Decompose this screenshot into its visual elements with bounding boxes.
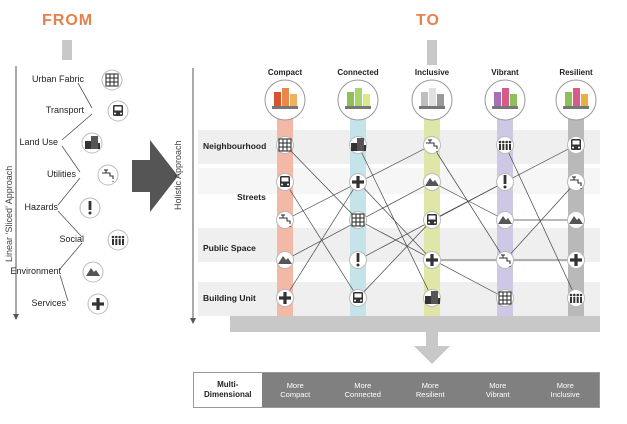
column-illustration bbox=[484, 79, 526, 121]
column-illustration bbox=[264, 79, 306, 121]
connection-line bbox=[357, 144, 433, 299]
bus-icon bbox=[107, 100, 129, 122]
column-illustration bbox=[337, 79, 379, 121]
bus-icon bbox=[349, 289, 367, 307]
to-heading: TO bbox=[416, 12, 440, 29]
linear-item-label: Hazards bbox=[24, 202, 58, 212]
tap-icon bbox=[496, 251, 514, 269]
people-icon bbox=[496, 136, 514, 154]
bus-icon bbox=[423, 211, 441, 229]
mountain-icon bbox=[423, 173, 441, 191]
row-label: Building Unit bbox=[203, 293, 256, 303]
column-label-resilient: Resilient bbox=[559, 68, 593, 77]
connection-line bbox=[284, 181, 359, 299]
column-illustration bbox=[555, 79, 597, 121]
linear-axis-label: Linear ‘Sliced’ Approach bbox=[4, 165, 14, 262]
grid-icon bbox=[276, 136, 294, 154]
grid-icon bbox=[496, 289, 514, 307]
column-label-inclusive: Inclusive bbox=[414, 68, 450, 77]
connection-line bbox=[504, 144, 577, 299]
buildings-icon bbox=[349, 136, 367, 154]
people-icon bbox=[107, 229, 129, 251]
plus-icon bbox=[276, 289, 294, 307]
linear-item-label: Land Use bbox=[19, 137, 58, 147]
down-arrow bbox=[414, 346, 450, 364]
holistic-axis-label: Holistic Approach bbox=[173, 140, 183, 210]
row-label: Neighbourhood bbox=[203, 141, 267, 151]
tap-icon bbox=[276, 211, 294, 229]
bus-icon bbox=[567, 136, 585, 154]
row-label: Streets bbox=[237, 192, 266, 202]
collector-bar bbox=[230, 316, 600, 332]
buildings-icon bbox=[423, 289, 441, 307]
tap-icon bbox=[423, 136, 441, 154]
linear-item-label: Utilities bbox=[46, 169, 76, 179]
tap-icon bbox=[567, 173, 585, 191]
plus-icon bbox=[87, 293, 109, 315]
people-icon bbox=[567, 289, 585, 307]
from-arrow-stem bbox=[62, 40, 72, 60]
plus-icon bbox=[349, 173, 367, 191]
linear-item-label: Transport bbox=[45, 105, 84, 115]
exclamation-icon bbox=[349, 251, 367, 269]
connection-line bbox=[284, 144, 359, 221]
transition-arrow bbox=[132, 140, 178, 212]
column-label-vibrant: Vibrant bbox=[491, 68, 519, 77]
from-heading: FROM bbox=[42, 12, 94, 29]
linear-item-label: Urban Fabric bbox=[31, 74, 84, 84]
linear-item-label: Services bbox=[31, 298, 66, 308]
column-label-connected: Connected bbox=[337, 68, 379, 77]
to-arrow-stem bbox=[427, 40, 437, 65]
mountain-icon bbox=[567, 211, 585, 229]
buildings-icon bbox=[81, 132, 103, 154]
grid-icon bbox=[349, 211, 367, 229]
tap-icon bbox=[97, 164, 119, 186]
plus-icon bbox=[423, 251, 441, 269]
mountain-icon bbox=[82, 261, 104, 283]
grid-icon bbox=[101, 69, 123, 91]
mountain-icon bbox=[496, 211, 514, 229]
column-label-compact: Compact bbox=[267, 68, 303, 77]
column-illustration bbox=[411, 79, 453, 121]
linear-item-label: Social bbox=[59, 234, 84, 244]
connection-line bbox=[357, 219, 433, 299]
row-label: Public Space bbox=[203, 243, 256, 253]
exclamation-icon bbox=[496, 173, 514, 191]
plus-icon bbox=[567, 251, 585, 269]
connection-line bbox=[431, 144, 506, 261]
outcome-multi-dimensional: Multi-Dimensional bbox=[194, 373, 262, 407]
exclamation-icon bbox=[79, 197, 101, 219]
mountain-icon bbox=[276, 251, 294, 269]
bus-icon bbox=[276, 173, 294, 191]
linear-item-label: Environment bbox=[10, 266, 61, 276]
